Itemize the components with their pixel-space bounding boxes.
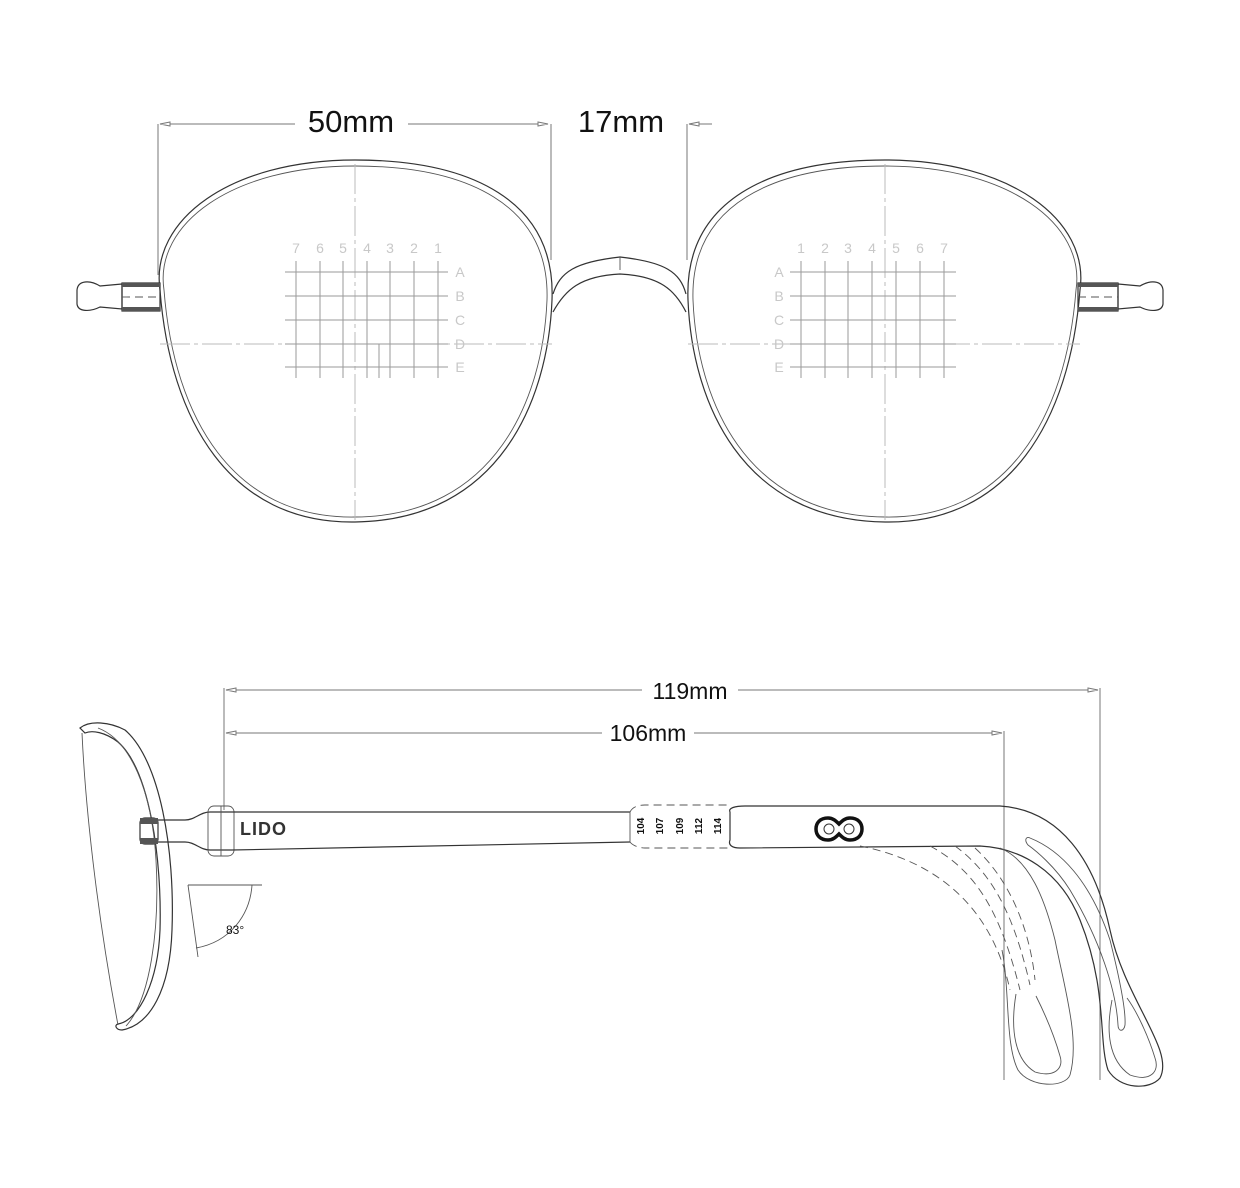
grid-row-label: D — [455, 336, 465, 352]
front-view: 50mm 17mm — [76, 104, 1164, 523]
bridge-width-dimension: 17mm — [578, 104, 712, 260]
grid-row-label: B — [455, 288, 464, 304]
left-lens — [158, 159, 553, 523]
right-lens — [687, 159, 1082, 523]
temple-arm: LIDO 104 107 109 112 114 — [231, 804, 1164, 1087]
size-mark: 104 — [636, 817, 647, 834]
lens-width-label: 50mm — [308, 104, 394, 139]
left-hinge — [76, 281, 161, 312]
grid-column-label: 4 — [363, 240, 371, 256]
temple-length-dimension: 106mm — [225, 720, 1005, 1080]
grid-row-label: A — [774, 264, 784, 280]
overall-length-dimension: 119mm — [223, 678, 1101, 1080]
overall-length-label: 119mm — [653, 678, 728, 704]
temple-length-label: 106mm — [610, 720, 687, 746]
side-view: 119mm 106mm LIDO — [79, 678, 1164, 1087]
temple-size-marks: 104 107 109 112 114 — [636, 817, 724, 834]
side-hinge — [139, 805, 235, 857]
grid-column-label: 2 — [410, 240, 418, 256]
grid-row-label: C — [774, 312, 784, 328]
pantoscopic-angle: 83° — [187, 884, 262, 958]
lens-side-profile — [79, 722, 173, 1031]
bridge-width-label: 17mm — [578, 104, 664, 139]
size-mark: 114 — [713, 817, 724, 834]
grid-column-label: 2 — [821, 240, 829, 256]
size-mark: 107 — [655, 817, 666, 834]
grid-column-label: 6 — [316, 240, 324, 256]
grid-column-label: 3 — [844, 240, 852, 256]
size-mark: 109 — [675, 817, 686, 834]
grid-column-label: 5 — [339, 240, 347, 256]
right-hinge — [1077, 281, 1164, 312]
grid-column-label: 7 — [292, 240, 300, 256]
grid-column-label: 5 — [892, 240, 900, 256]
lens-width-dimension: 50mm — [157, 104, 552, 275]
grid-row-label: D — [774, 336, 784, 352]
grid-column-label: 4 — [868, 240, 876, 256]
infinity-emblem-icon — [814, 816, 864, 842]
grid-row-label: E — [455, 359, 464, 375]
grid-column-label: 6 — [916, 240, 924, 256]
grid-column-label: 3 — [386, 240, 394, 256]
grid-column-label: 1 — [797, 240, 805, 256]
grid-row-label: B — [774, 288, 783, 304]
brand-logo: LIDO — [240, 819, 287, 839]
grid-row-label: A — [455, 264, 465, 280]
size-mark: 112 — [694, 817, 705, 834]
nose-bridge — [552, 256, 687, 313]
grid-row-label: C — [455, 312, 465, 328]
grid-column-label: 7 — [940, 240, 948, 256]
left-lens-grid: 7 6 5 4 3 2 1 A B C D E — [285, 240, 465, 378]
angle-label: 83° — [226, 923, 244, 937]
grid-row-label: E — [774, 359, 783, 375]
grid-column-label: 1 — [434, 240, 442, 256]
right-lens-grid: 1 2 3 4 5 6 7 A B C D E — [774, 240, 956, 378]
